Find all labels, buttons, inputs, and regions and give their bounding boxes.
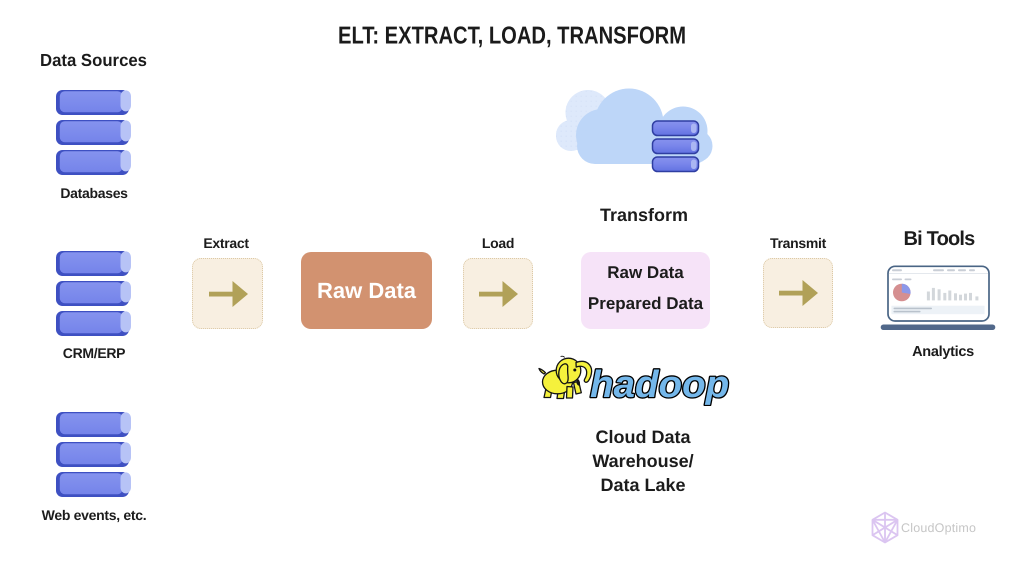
svg-text:Data Sources: Data Sources — [40, 50, 147, 70]
svg-text:ELT: EXTRACT, LOAD, TRANSFORM: ELT: EXTRACT, LOAD, TRANSFORM — [338, 23, 686, 50]
